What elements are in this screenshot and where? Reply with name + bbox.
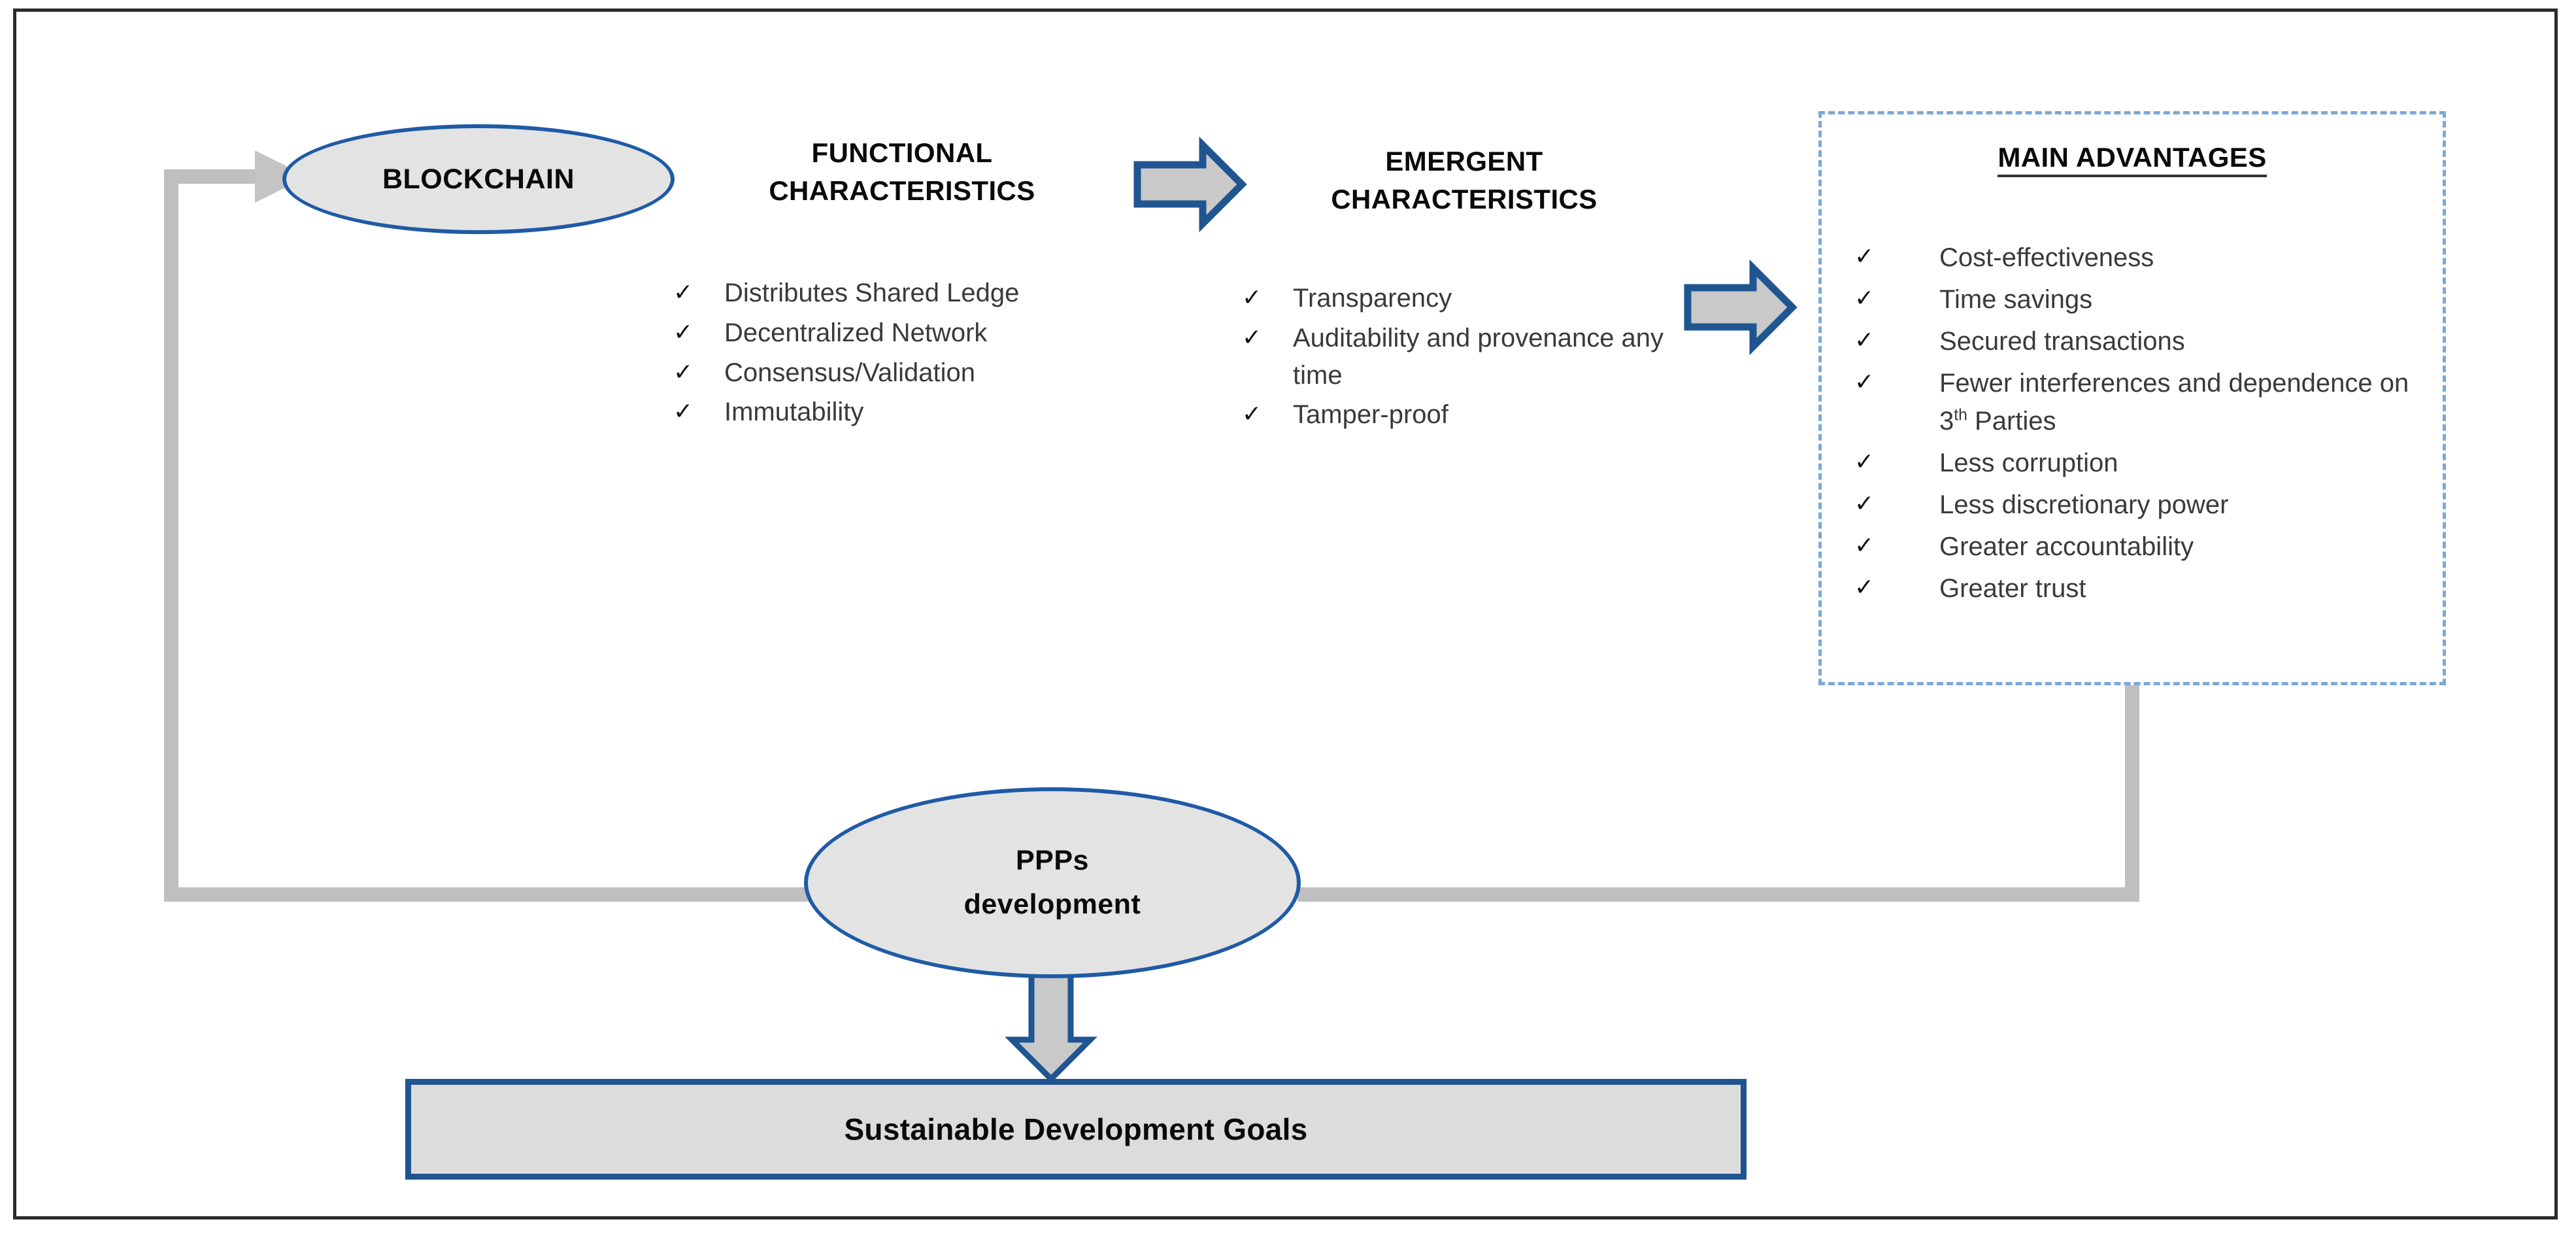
list-item-label: Cost-effectiveness xyxy=(1939,243,2154,272)
list-emergent-characteristics: ✓ Transparency ✓ Auditability and proven… xyxy=(1242,280,1673,436)
list-item-label: Transparency xyxy=(1293,284,1452,313)
list-item: ✓ Fewer interferences and dependence on … xyxy=(1854,364,2430,440)
check-icon: ✓ xyxy=(1854,368,1875,395)
node-ppps-label: PPPs development xyxy=(964,839,1141,926)
list-item: ✓ Auditability and provenance any time xyxy=(1242,320,1673,394)
node-sustainable-development-goals[interactable]: Sustainable Development Goals xyxy=(405,1079,1747,1180)
check-icon: ✓ xyxy=(1854,448,1875,475)
check-icon: ✓ xyxy=(673,398,694,425)
list-item: ✓ Decentralized Network xyxy=(673,315,1131,352)
list-item: ✓ Immutability xyxy=(673,394,1131,431)
list-item-label: Less discretionary power xyxy=(1939,490,2229,519)
list-item: ✓ Consensus/Validation xyxy=(673,354,1131,392)
list-item: ✓ Tamper-proof xyxy=(1242,396,1673,434)
check-icon: ✓ xyxy=(673,318,694,345)
check-icon: ✓ xyxy=(1854,490,1875,517)
list-item: ✓ Time savings xyxy=(1854,281,2430,318)
node-ppps-label-line1: PPPs xyxy=(1016,845,1089,877)
list-main-advantages: ✓ Cost-effectiveness ✓ Time savings ✓ Se… xyxy=(1854,239,2430,611)
heading-emergent-line1: EMERGENT xyxy=(1385,146,1543,177)
heading-functional-line2: CHARACTERISTICS xyxy=(769,175,1035,206)
check-icon: ✓ xyxy=(1854,573,1875,600)
list-functional-characteristics: ✓ Distributes Shared Ledge ✓ Decentraliz… xyxy=(673,275,1131,434)
list-item-label: Less corruption xyxy=(1939,449,2118,477)
heading-emergent-characteristics: EMERGENT CHARACTERISTICS xyxy=(1255,143,1673,218)
list-item-label-prefix: Fewer interferences and dependence on 3 xyxy=(1939,369,2409,435)
heading-functional-line1: FUNCTIONAL xyxy=(811,137,993,168)
node-blockchain-label: BLOCKCHAIN xyxy=(382,163,575,195)
list-item: ✓ Cost-effectiveness xyxy=(1854,239,2430,277)
check-icon: ✓ xyxy=(1242,323,1262,350)
list-item: ✓ Less corruption xyxy=(1854,444,2430,482)
list-item: ✓ Transparency xyxy=(1242,280,1673,317)
main-advantages-title-text: MAIN ADVANTAGES xyxy=(1998,142,2267,177)
list-item-label: Immutability xyxy=(724,398,864,427)
ordinal-suffix: th xyxy=(1954,406,1967,424)
list-item: ✓ Greater accountability xyxy=(1854,528,2430,566)
sdg-label: Sustainable Development Goals xyxy=(844,1112,1308,1146)
list-item-label: Fewer interferences and dependence on 3t… xyxy=(1939,364,2430,440)
heading-emergent-line2: CHARACTERISTICS xyxy=(1331,183,1597,214)
check-icon: ✓ xyxy=(1854,326,1875,353)
list-item-label: Greater trust xyxy=(1939,574,2086,603)
check-icon: ✓ xyxy=(673,358,694,385)
list-item-label: Time savings xyxy=(1939,285,2093,314)
list-item-label: Greater accountability xyxy=(1939,532,2194,561)
node-ppps-development[interactable]: PPPs development xyxy=(804,787,1301,978)
list-item: ✓ Secured transactions xyxy=(1854,322,2430,360)
list-item-label: Tamper-proof xyxy=(1293,400,1448,430)
check-icon: ✓ xyxy=(1854,284,1875,311)
list-item: ✓ Less discretionary power xyxy=(1854,486,2430,524)
check-icon: ✓ xyxy=(1242,400,1262,428)
list-item-label: Consensus/Validation xyxy=(724,358,975,387)
check-icon: ✓ xyxy=(1242,284,1262,311)
node-ppps-label-line2: development xyxy=(963,889,1141,920)
list-item-label-suffix: Parties xyxy=(1967,407,2056,435)
check-icon: ✓ xyxy=(1854,532,1875,558)
list-item-label: Distributes Shared Ledge xyxy=(724,279,1020,307)
node-blockchain[interactable]: BLOCKCHAIN xyxy=(282,124,675,234)
outer-frame xyxy=(13,9,2558,1219)
list-item-label: Auditability and provenance any time xyxy=(1293,323,1664,390)
list-item: ✓ Greater trust xyxy=(1854,570,2430,607)
heading-functional-characteristics: FUNCTIONAL CHARACTERISTICS xyxy=(693,134,1111,210)
main-advantages-box: MAIN ADVANTAGES ✓ Cost-effectiveness ✓ T… xyxy=(1818,111,2446,685)
list-item-label: Decentralized Network xyxy=(724,318,988,347)
main-advantages-title: MAIN ADVANTAGES xyxy=(1822,142,2443,177)
list-item-label: Secured transactions xyxy=(1939,327,2185,356)
list-item: ✓ Distributes Shared Ledge xyxy=(673,275,1131,312)
check-icon: ✓ xyxy=(1854,243,1875,269)
check-icon: ✓ xyxy=(673,279,694,305)
